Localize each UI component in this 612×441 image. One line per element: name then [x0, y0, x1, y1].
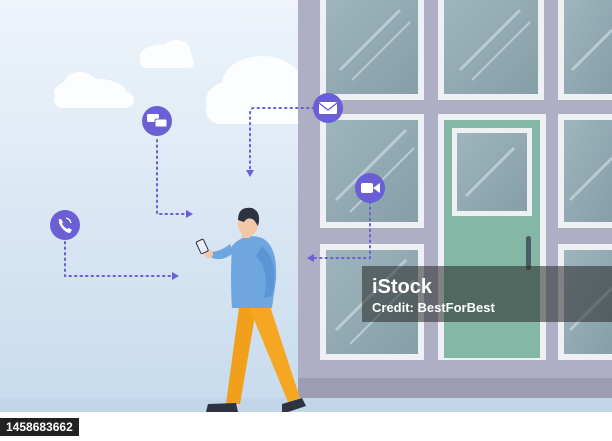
- phone-icon: [50, 210, 80, 240]
- door-handle: [526, 236, 531, 270]
- watermark-logo: iStock: [372, 276, 433, 298]
- window: [558, 0, 612, 100]
- video-camera-icon: [355, 173, 385, 203]
- cloud: [54, 72, 134, 108]
- cloud: [206, 56, 316, 124]
- watermark-credit: Credit: BestForBest: [372, 300, 495, 315]
- connector-lines: [64, 107, 371, 277]
- door: [438, 114, 546, 360]
- ground: [0, 398, 612, 412]
- chat-bubbles-icon: [142, 106, 172, 136]
- watermark-banner: iStock Credit: BestForBest: [362, 266, 612, 322]
- building: [298, 0, 612, 398]
- window: [558, 114, 612, 228]
- walking-man: [195, 207, 306, 414]
- window: [320, 114, 424, 228]
- smartphone: [195, 238, 209, 255]
- cloud: [140, 40, 194, 68]
- mail-icon: [313, 93, 343, 123]
- window: [438, 0, 544, 100]
- footer-strip: [0, 412, 612, 441]
- image-id-label: 1458683662: [0, 418, 79, 436]
- connector-arrowheads: [172, 170, 314, 280]
- window: [320, 0, 424, 100]
